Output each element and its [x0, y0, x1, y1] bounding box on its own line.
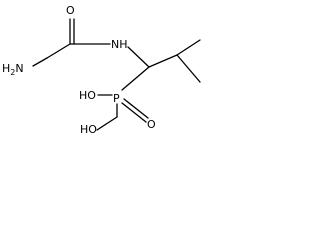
- molecule-diagram: H2N O NH P HO HO O: [2, 4, 201, 136]
- bond-ipr-me1: [176, 39, 201, 56]
- phosphorus-label: P: [113, 92, 120, 105]
- bond-ch-p: [121, 66, 150, 91]
- hydroxyl-upper-label: HO: [79, 89, 96, 102]
- bond-po-double-a: [123, 98, 149, 119]
- bond-p-oh2b: [96, 116, 118, 131]
- bond-ch2-co: [46, 43, 71, 59]
- amine-label: H2N: [2, 62, 24, 77]
- carbonyl-oxygen-label: O: [66, 4, 75, 17]
- bond-po-double-b: [121, 102, 147, 123]
- phosphoryl-oxygen-label: O: [147, 118, 156, 131]
- bond-ch-ipr: [148, 54, 178, 68]
- bond-nh-ch: [127, 46, 150, 68]
- atoms: H2N O NH P HO HO O: [2, 4, 156, 136]
- bond-ipr-me2: [176, 54, 201, 83]
- bonds: [32, 18, 201, 131]
- hydroxyl-lower-label: HO: [80, 123, 97, 136]
- bond-n-ch2: [32, 57, 48, 67]
- amide-nh-label: NH: [111, 38, 128, 51]
